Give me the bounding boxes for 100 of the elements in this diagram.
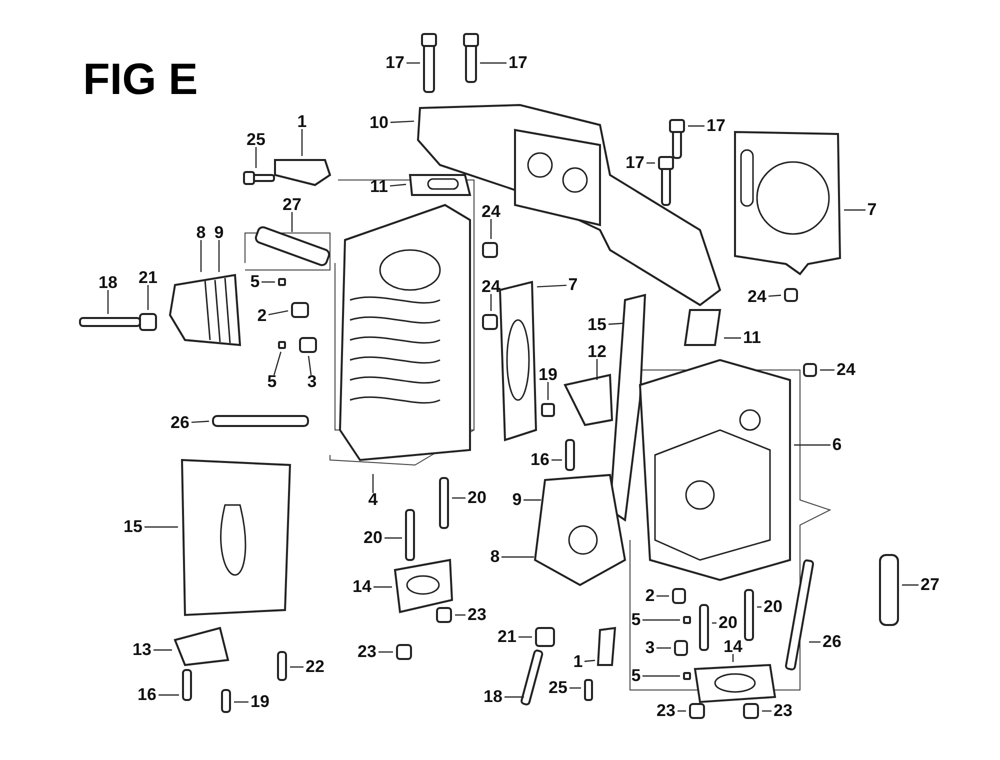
callout-number: 27 bbox=[282, 196, 302, 214]
leader-line bbox=[490, 219, 492, 239]
callout-number: 24 bbox=[836, 361, 856, 379]
callout-number: 22 bbox=[306, 658, 324, 676]
callout-number: 17 bbox=[386, 54, 404, 72]
callout-number: 19 bbox=[250, 693, 270, 711]
leader-line bbox=[902, 584, 918, 586]
leader-line bbox=[268, 310, 288, 316]
callout-number: 8 bbox=[196, 224, 206, 242]
leader-line bbox=[642, 675, 680, 677]
callout-number: 3 bbox=[307, 373, 317, 391]
leader-line bbox=[570, 687, 581, 689]
callout-number: 20 bbox=[718, 614, 738, 632]
leader-line bbox=[390, 184, 406, 187]
leader-line bbox=[844, 209, 866, 211]
leader-line bbox=[273, 352, 282, 376]
callout-number: 15 bbox=[124, 518, 142, 536]
leader-line bbox=[218, 240, 220, 272]
callout-number: 10 bbox=[370, 114, 388, 132]
leader-line bbox=[820, 369, 834, 371]
leader-line bbox=[596, 359, 598, 380]
callout-number: 17 bbox=[508, 54, 528, 72]
leader-line bbox=[154, 649, 172, 651]
callout-number: 11 bbox=[743, 329, 761, 347]
leader-line bbox=[642, 619, 680, 621]
leader-line bbox=[688, 125, 704, 127]
leader-line bbox=[378, 651, 393, 653]
leader-line bbox=[490, 294, 492, 311]
callout-number: 14 bbox=[352, 578, 372, 596]
callout-number: 17 bbox=[706, 117, 726, 135]
leader-line bbox=[374, 586, 392, 588]
leader-line bbox=[372, 474, 374, 493]
leader-line bbox=[147, 285, 149, 310]
leader-line bbox=[480, 62, 506, 64]
callout-number: 2 bbox=[257, 307, 267, 325]
callout-number: 26 bbox=[822, 633, 842, 651]
leader-line bbox=[234, 701, 248, 703]
callout-number: 9 bbox=[214, 224, 224, 242]
leader-line bbox=[678, 710, 686, 712]
callout-number: 12 bbox=[588, 343, 606, 361]
callout-number: 15 bbox=[588, 316, 606, 334]
leader-line bbox=[107, 290, 109, 314]
leader-line bbox=[552, 459, 562, 461]
leader-line bbox=[406, 62, 420, 64]
leader-line bbox=[547, 382, 549, 400]
leader-line bbox=[608, 322, 624, 325]
leader-line bbox=[200, 240, 202, 272]
leader-line bbox=[757, 606, 762, 608]
callout-number: 3 bbox=[645, 639, 655, 657]
callout-number: 5 bbox=[631, 611, 641, 629]
callout-number: 26 bbox=[170, 414, 190, 432]
figure-title: FIG E bbox=[83, 58, 198, 102]
leader-line bbox=[768, 294, 782, 297]
leader-line bbox=[762, 710, 772, 712]
leader-line bbox=[191, 420, 210, 423]
callout-number: 4 bbox=[368, 491, 378, 509]
callout-number: 24 bbox=[482, 278, 500, 296]
callout-number: 8 bbox=[490, 548, 500, 566]
callout-number: 25 bbox=[548, 679, 568, 697]
leader-line bbox=[724, 337, 741, 339]
callout-number: 7 bbox=[568, 276, 578, 294]
callout-number: 6 bbox=[832, 436, 842, 454]
callout-number: 1 bbox=[573, 653, 583, 671]
leader-line bbox=[809, 641, 820, 643]
leader-line bbox=[646, 162, 655, 164]
callout-number: 2 bbox=[645, 587, 655, 605]
leader-line bbox=[144, 526, 178, 528]
callout-number: 5 bbox=[267, 373, 277, 391]
callout-number: 21 bbox=[138, 269, 158, 287]
leader-line bbox=[656, 647, 671, 649]
callout-number: 17 bbox=[626, 154, 644, 172]
leader-line bbox=[502, 556, 534, 558]
leader-line bbox=[712, 622, 716, 624]
leader-line bbox=[455, 614, 466, 616]
leader-line bbox=[656, 595, 669, 597]
leader-line bbox=[301, 129, 303, 156]
leader-line bbox=[452, 497, 466, 499]
callout-number: 21 bbox=[498, 628, 516, 646]
leader-line bbox=[255, 147, 257, 168]
callout-number: 5 bbox=[250, 273, 260, 291]
callout-number: 20 bbox=[764, 598, 782, 616]
callout-number: 11 bbox=[370, 178, 388, 196]
leader-line bbox=[524, 499, 541, 501]
leader-line bbox=[308, 356, 312, 376]
callout-number: 7 bbox=[867, 201, 877, 219]
callout-number: 23 bbox=[358, 643, 376, 661]
leader-line bbox=[794, 444, 830, 446]
leader-line bbox=[290, 666, 304, 668]
callout-number: 13 bbox=[132, 641, 152, 659]
callout-number: 16 bbox=[138, 686, 156, 704]
callout-number: 24 bbox=[482, 203, 500, 221]
leader-line bbox=[158, 694, 179, 696]
leader-line bbox=[518, 636, 532, 638]
callout-number: 20 bbox=[468, 489, 486, 507]
callout-number: 1 bbox=[297, 113, 307, 131]
callout-number: 16 bbox=[530, 451, 550, 469]
leader-line bbox=[584, 660, 596, 662]
leader-line bbox=[262, 281, 275, 283]
leader-line bbox=[504, 696, 524, 698]
callout-number: 23 bbox=[656, 702, 676, 720]
